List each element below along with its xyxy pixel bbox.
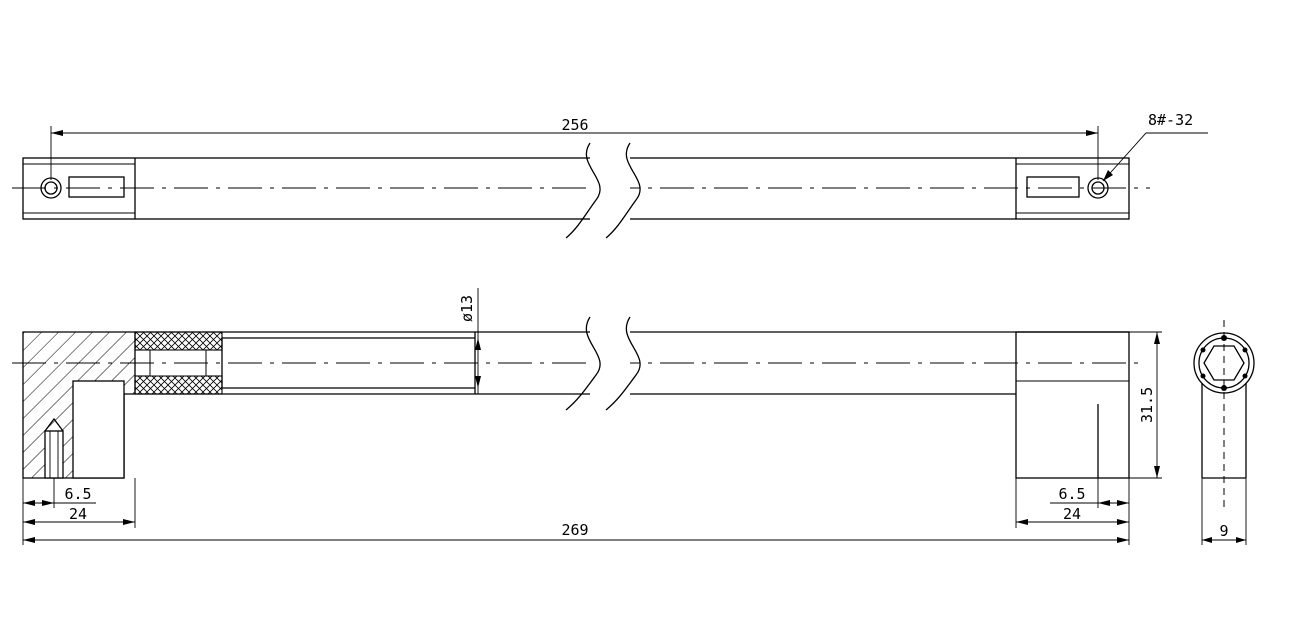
left-foot-label: 24 (69, 505, 87, 523)
side-width-label: 9 (1219, 522, 1228, 540)
screw-spec-label: 8#-32 (1148, 111, 1193, 129)
right-offset-label: 6.5 (1058, 485, 1085, 503)
height-label: 31.5 (1138, 387, 1156, 423)
left-offset-label: 6.5 (64, 485, 91, 503)
top-span-label: 256 (561, 116, 588, 134)
top-view: 256 8#-32 (12, 111, 1208, 239)
tube-diameter-label: ø13 (458, 295, 476, 322)
overall-length-label: 269 (561, 521, 588, 539)
hex-socket (1203, 345, 1245, 381)
insert-top (134, 331, 223, 351)
front-break-right (605, 316, 641, 411)
screw (44, 417, 64, 479)
right-foot (1015, 331, 1130, 479)
front-break-left (565, 316, 601, 411)
top-break-left (565, 142, 601, 239)
right-foot-label: 24 (1063, 505, 1081, 523)
side-view: 9 (1193, 320, 1255, 545)
left-slot (68, 176, 125, 198)
right-slot (1026, 176, 1080, 198)
top-break-right (605, 142, 641, 239)
insert-bottom (134, 375, 223, 395)
front-view: ø13 31.5 6.5 24 6.5 24 (12, 288, 1162, 545)
